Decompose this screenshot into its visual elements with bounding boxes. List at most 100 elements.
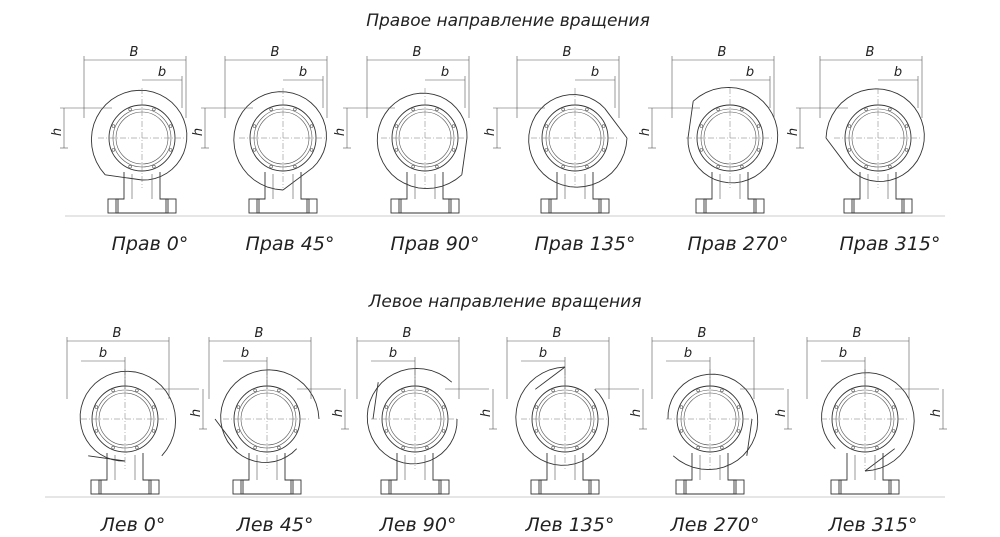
bolt-hole xyxy=(168,124,173,128)
bolt-hole xyxy=(720,388,724,393)
bolt-hole xyxy=(716,107,720,112)
bolt-hole xyxy=(253,388,257,393)
bolt-hole xyxy=(591,405,596,409)
bolt-hole xyxy=(544,124,549,128)
fan-view-left-270: Bbh xyxy=(651,326,792,495)
captions-left: Лев 0° Лев 45° Лев 90° Лев 135° Лев 270°… xyxy=(100,514,918,536)
dim-label-B: B xyxy=(413,45,422,60)
bolt-hole xyxy=(111,445,115,450)
foot-right xyxy=(598,198,610,214)
outlet-edge xyxy=(372,382,379,420)
bolt-hole xyxy=(720,445,724,450)
bolt-hole xyxy=(168,148,173,152)
dim-label-B: B xyxy=(403,326,412,341)
foot-left xyxy=(107,198,119,214)
bolt-hole xyxy=(696,445,700,450)
stand-frame xyxy=(538,453,592,495)
dim-label-B: B xyxy=(130,45,139,60)
stand-frame xyxy=(703,172,757,214)
bolt-hole xyxy=(740,164,744,169)
bolt-hole xyxy=(888,164,892,169)
bolt-hole xyxy=(401,388,405,393)
bolt-hole xyxy=(384,429,389,433)
bolt-hole xyxy=(561,107,565,112)
bolt-hole xyxy=(699,148,704,152)
bolt-hole xyxy=(534,429,539,433)
outlet-edge xyxy=(864,448,895,472)
dim-label-B: B xyxy=(718,45,727,60)
foot-right xyxy=(888,479,900,495)
scroll-casing xyxy=(233,91,327,191)
bolt-hole xyxy=(293,405,298,409)
bolt-hole xyxy=(411,107,415,112)
stand-frame xyxy=(683,453,737,495)
foot-right xyxy=(588,479,600,495)
bolt-hole xyxy=(425,388,429,393)
scroll-casing xyxy=(825,88,925,182)
bolt-hole xyxy=(277,445,281,450)
foot-left xyxy=(843,198,855,214)
foot-right xyxy=(165,198,177,214)
foot-left xyxy=(380,479,392,495)
bolt-hole xyxy=(94,405,99,409)
outlet-edge xyxy=(825,137,849,168)
fan-caption: Прав 45° xyxy=(246,233,335,255)
fan-caption: Прав 315° xyxy=(840,233,941,255)
dim-label-b: b xyxy=(389,346,397,361)
foot-left xyxy=(830,479,842,495)
bolt-hole xyxy=(111,124,116,128)
bolt-hole xyxy=(847,148,852,152)
dim-label-b: b xyxy=(241,346,249,361)
bolt-hole xyxy=(236,429,241,433)
bolt-hole xyxy=(269,107,273,112)
bolt-hole xyxy=(151,429,156,433)
dim-label-h: h xyxy=(189,409,204,417)
bolt-hole xyxy=(151,405,156,409)
scroll-casing xyxy=(821,372,915,472)
stand-frame xyxy=(240,453,294,495)
bolt-hole xyxy=(253,445,257,450)
fan-caption: Лев 315° xyxy=(828,514,918,536)
outlet-edge xyxy=(687,101,694,139)
foot-right xyxy=(438,479,450,495)
bolt-hole xyxy=(575,388,579,393)
stand-frame xyxy=(838,453,892,495)
bolt-hole xyxy=(601,124,606,128)
dim-label-b: b xyxy=(684,346,692,361)
bolt-hole xyxy=(128,164,132,169)
title-left-rotation: Левое направление вращения xyxy=(368,292,642,312)
bolt-hole xyxy=(451,124,456,128)
bolt-hole xyxy=(891,405,896,409)
dim-label-B: B xyxy=(563,45,572,60)
bolt-hole xyxy=(293,164,297,169)
bolt-hole xyxy=(716,164,720,169)
bolt-hole xyxy=(293,429,298,433)
bolt-hole xyxy=(252,124,257,128)
bolt-hole xyxy=(277,388,281,393)
stand-frame xyxy=(256,172,310,214)
foot-right xyxy=(290,479,302,495)
bolt-hole xyxy=(128,107,132,112)
bolt-hole xyxy=(551,445,555,450)
bolt-hole xyxy=(875,445,879,450)
captions-right: Прав 0° Прав 45° Прав 90° Прав 135° Прав… xyxy=(112,233,941,255)
dim-label-b: b xyxy=(441,65,449,80)
fan-view-left-0: Bbh xyxy=(66,326,207,495)
dim-label-h: h xyxy=(638,128,653,136)
fan-view-right-45: Bbh xyxy=(191,45,328,214)
bolt-hole xyxy=(851,445,855,450)
dim-label-b: b xyxy=(299,65,307,80)
fan-view-right-315: Bbh xyxy=(786,45,925,214)
foot-left xyxy=(540,198,552,214)
title-right-rotation: Правое направление вращения xyxy=(366,11,650,31)
foot-right xyxy=(733,479,745,495)
foot-right xyxy=(753,198,765,214)
foot-left xyxy=(390,198,402,214)
dim-label-B: B xyxy=(866,45,875,60)
bolt-hole xyxy=(152,164,156,169)
scroll-casing xyxy=(220,369,320,463)
fan-caption: Прав 90° xyxy=(391,233,480,255)
dim-label-h: h xyxy=(479,409,494,417)
bolt-hole xyxy=(401,445,405,450)
